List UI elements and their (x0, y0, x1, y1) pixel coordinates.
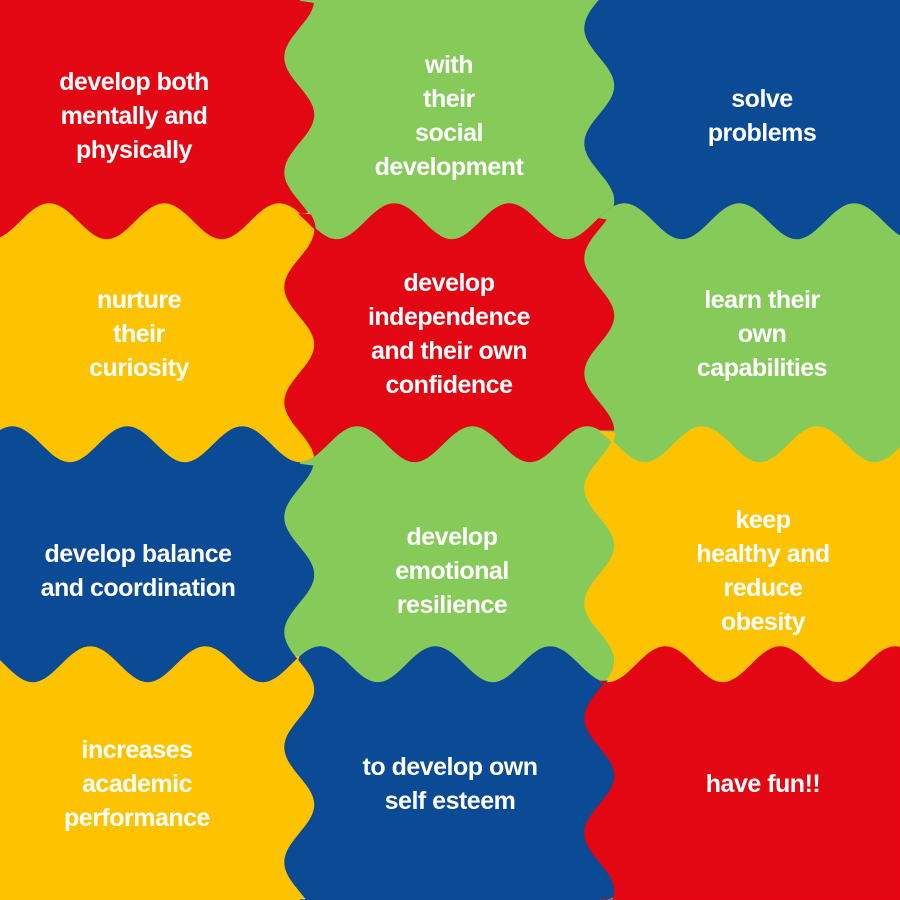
puzzle-piece-self-esteem (284, 646, 616, 900)
piece-label-self-esteem: to develop own self esteem (362, 753, 538, 815)
piece-label-develop-independence: develop independence and their own confi… (367, 269, 531, 399)
piece-label-develop-both-mentally: develop both mentally and physically (59, 68, 209, 164)
piece-label-balance-coordination: develop balance and coordination (40, 540, 236, 602)
puzzle-piece-have-fun (584, 646, 900, 900)
piece-label-nurture-curiosity: nurture their curiosity (89, 286, 189, 382)
piece-label-learn-capabilities: learn their own capabilities (696, 286, 828, 382)
piece-label-keep-healthy: keep healthy and reduce obesity (696, 506, 830, 636)
puzzle-piece-solve-problems (584, 0, 900, 241)
piece-label-academic-performance: increases academic performance (64, 736, 210, 832)
piece-label-social-development: with their social development (374, 51, 524, 181)
piece-label-solve-problems: solve problems (707, 85, 817, 147)
piece-label-emotional-resilience: develop emotional resilience (395, 523, 509, 619)
piece-label-have-fun: have fun!! (705, 770, 821, 798)
